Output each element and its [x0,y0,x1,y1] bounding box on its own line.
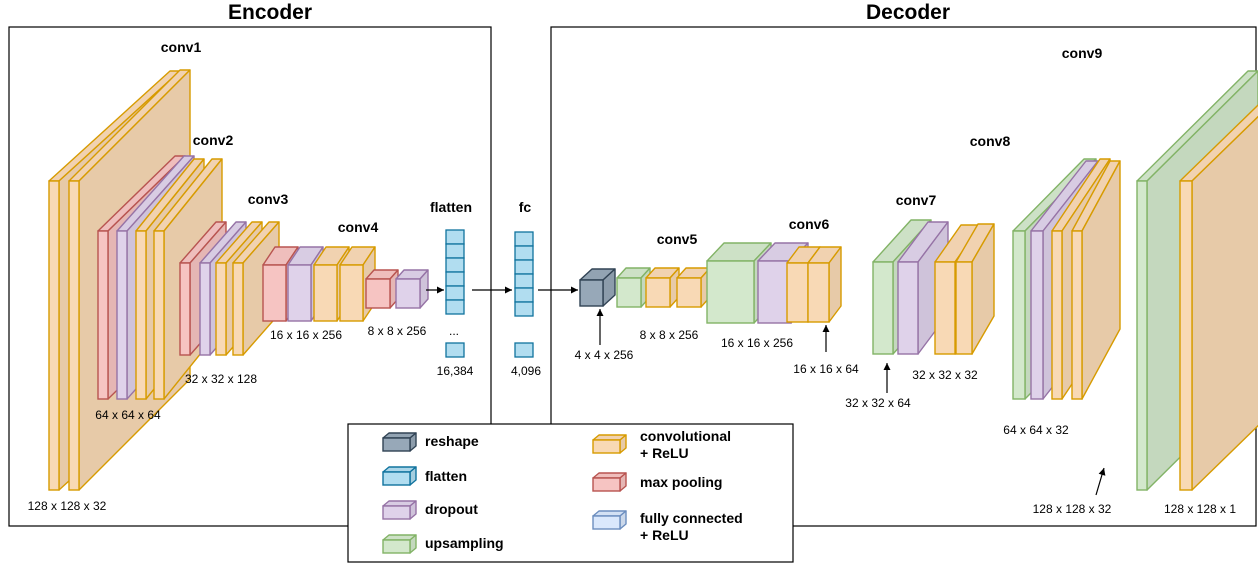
dim-decoder-128a: 128 x 128 x 32 [1033,502,1112,516]
legend-flatten: flatten [425,468,467,484]
dec-conv5-conv-b [676,267,711,308]
legend-swatch-upsampling [382,534,417,554]
dec-conv7-conv-b [955,223,995,355]
encoder-title: Encoder [228,1,312,24]
legend-box [347,423,794,563]
label-fc: fc [519,199,532,215]
legend-swatch-maxpool [592,472,627,492]
legend-maxpool: max pooling [640,474,722,490]
dec-reshape [579,268,616,307]
legend-swatch-reshape [382,432,417,452]
arrow-flatten-to-fc [472,286,512,294]
legend-upsampling: upsampling [425,535,504,551]
flatten-cell [445,229,465,245]
flatten-cell [445,285,465,301]
flatten-ellipsis: ... [449,324,459,338]
flatten-cell [445,271,465,287]
fc-cell [514,273,534,289]
dim-decoder-16a: 16 x 16 x 256 [721,336,793,350]
flatten-cell [445,243,465,259]
label-conv2: conv2 [193,132,234,148]
dim-encoder-16: 16 x 16 x 256 [270,328,342,342]
label-conv7: conv7 [896,192,937,208]
label-conv5: conv5 [657,231,698,247]
arrow-pool-to-flatten [426,286,444,294]
legend-conv-line1: convolutional [640,428,731,444]
flatten-cell [445,299,465,315]
dec-conv5-conv-a [645,267,680,308]
dim-encoder-32: 32 x 32 x 128 [185,372,257,386]
dim-flatten: 16,384 [437,364,474,378]
fc-cell [514,301,534,317]
legend-reshape: reshape [425,433,479,449]
dec-conv5-up [616,267,651,308]
legend-fc-line1: fully connected [640,510,743,526]
legend-conv-line2: + ReLU [640,445,689,461]
label-conv9: conv9 [1062,45,1103,61]
arrow-dim-128 [1095,467,1106,496]
dec-conv9-conv [1179,104,1258,491]
dim-encoder-64: 64 x 64 x 64 [95,408,161,422]
label-conv3: conv3 [248,191,289,207]
label-flatten: flatten [430,199,472,215]
dim-decoder-4: 4 x 4 x 256 [575,348,634,362]
label-conv6: conv6 [789,216,830,232]
arrow-dim-conv6 [822,325,830,352]
legend-swatch-flatten [382,466,417,486]
fc-cell [514,245,534,261]
dim-fc: 4,096 [511,364,541,378]
dim-decoder-64: 64 x 64 x 32 [1003,423,1069,437]
legend-dropout: dropout [425,501,478,517]
legend-swatch-dropout [382,500,417,520]
decoder-title: Decoder [866,1,950,24]
fc-cell [514,287,534,303]
label-conv4: conv4 [338,219,379,235]
arrow-fc-to-reshape [538,286,578,294]
fc-cell-last [514,342,534,358]
dim-decoder-16b: 16 x 16 x 64 [793,362,859,376]
enc-8-drop [395,269,429,309]
dim-decoder-128b: 128 x 128 x 1 [1164,502,1236,516]
enc-8-pool [365,269,399,309]
fc-cell [514,231,534,247]
arrow-dim-32 [883,363,891,393]
flatten-cell-last [445,342,465,358]
fc-cell [514,259,534,275]
legend-fc-line2: + ReLU [640,527,689,543]
legend-swatch-fc [592,510,627,530]
label-conv8: conv8 [970,133,1011,149]
dim-encoder-8: 8 x 8 x 256 [368,324,427,338]
encoder-panel [8,26,492,527]
legend-swatch-conv [592,434,627,454]
dec-conv8-conv-b [1071,160,1121,400]
dec-conv6-conv-b [807,246,842,323]
dim-decoder-32a: 32 x 32 x 64 [845,396,911,410]
flatten-cell [445,257,465,273]
dim-encoder-128: 128 x 128 x 32 [28,499,107,513]
arrow-dim-reshape [596,309,604,345]
dim-decoder-32b: 32 x 32 x 32 [912,368,978,382]
dim-decoder-8: 8 x 8 x 256 [640,328,699,342]
label-conv1: conv1 [161,39,202,55]
